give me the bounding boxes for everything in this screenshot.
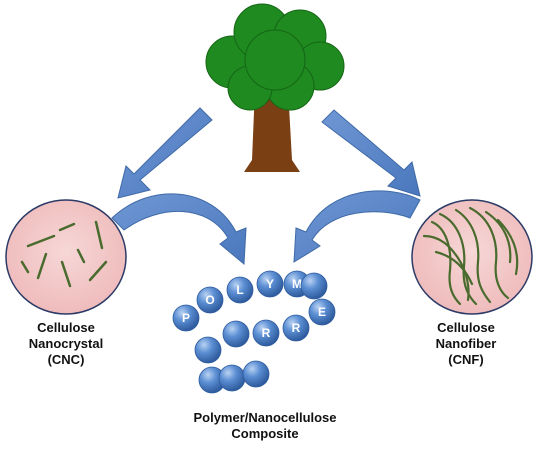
tree-icon: [205, 3, 345, 172]
bead-letter-l: L: [236, 283, 243, 297]
bead-letter-m: M: [292, 277, 302, 291]
chain-bead: O: [196, 286, 224, 314]
cnf-label-line3: (CNF): [448, 352, 484, 367]
cellulose-nanocrystal-disc: [5, 199, 127, 315]
nanocrystal-rods: [20, 220, 108, 288]
chain-bead: R: [282, 314, 310, 342]
nanofiber-strands: [422, 206, 519, 306]
chain-bead: E: [308, 298, 336, 326]
composite-label-line2: Composite: [231, 426, 299, 441]
curved-arrow-cnc-to-composite: [111, 193, 247, 266]
bead-letter-r: R: [292, 321, 301, 335]
tree-foliage: [205, 3, 345, 111]
bead-letter-r-2: R: [262, 326, 271, 340]
cellulose-nanofiber-disc: [411, 199, 533, 315]
cnc-label: Cellulose Nanocrystal (CNC): [10, 320, 122, 368]
bead-letter-e: E: [318, 305, 326, 319]
bead-letter-y: Y: [266, 277, 274, 291]
chain-bead: Y: [256, 270, 284, 298]
chain-bead: [218, 364, 246, 392]
composite-label: Polymer/Nanocellulose Composite: [150, 410, 380, 442]
bead-letter-p: P: [182, 311, 190, 325]
arrow-to-cnc: [117, 107, 213, 199]
chain-bead: [194, 336, 222, 364]
cnc-label-line3: (CNC): [47, 352, 85, 367]
arrow-to-cnf: [321, 109, 421, 197]
bead-letter-o: O: [205, 293, 214, 307]
cnf-label: Cellulose Nanofiber (CNF): [410, 320, 522, 368]
cnf-label-line2: Nanofiber: [435, 336, 497, 351]
chain-bead: [300, 272, 328, 300]
cnf-label-line1: Cellulose: [437, 320, 495, 335]
cnc-label-line1: Cellulose: [37, 320, 95, 335]
chain-bead: P: [172, 304, 200, 332]
chain-bead: L: [226, 276, 254, 304]
chain-bead: [222, 320, 250, 348]
curved-arrow-cnf-to-composite: [293, 190, 421, 263]
cnc-label-line2: Nanocrystal: [28, 336, 104, 351]
polymer-bead-chain: P O L Y M E: [172, 270, 336, 394]
chain-bead: R: [252, 319, 280, 347]
composite-label-line1: Polymer/Nanocellulose: [193, 410, 337, 425]
chain-bead: [242, 360, 270, 388]
